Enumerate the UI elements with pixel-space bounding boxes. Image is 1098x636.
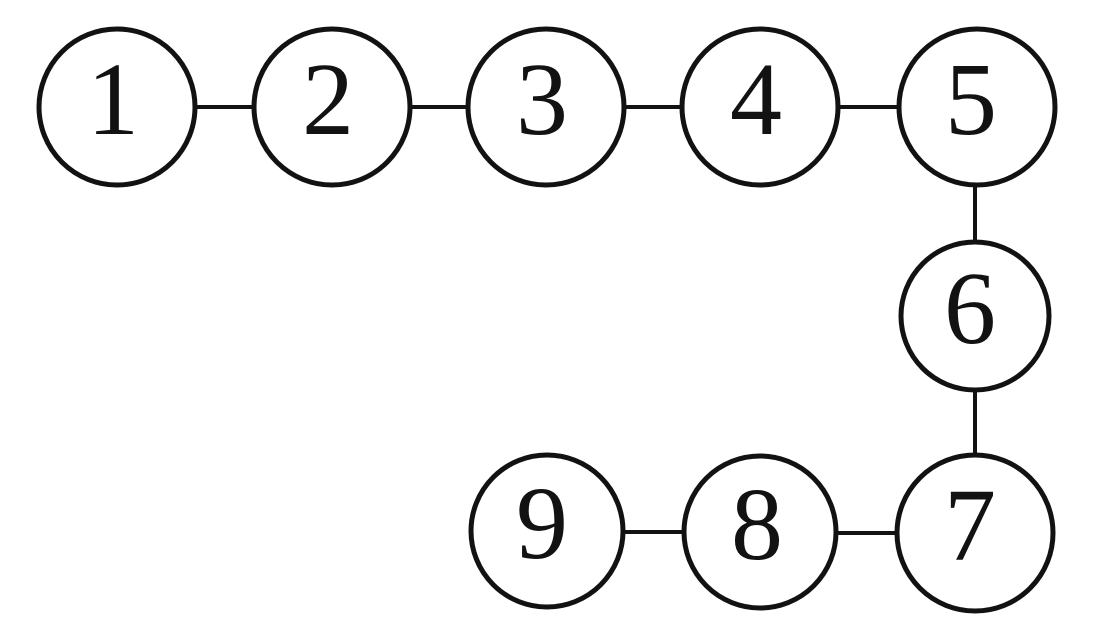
graph-node-circle-7[interactable] xyxy=(894,452,1056,614)
graph-node-label-9: 9 xyxy=(516,466,568,581)
graph-node-2[interactable]: 2 xyxy=(251,26,413,188)
graph-node-9[interactable]: 9 xyxy=(468,452,626,610)
graph-node-circle-6[interactable] xyxy=(898,239,1052,393)
graph-node-circle-9[interactable] xyxy=(468,452,626,610)
graph-node-circle-5[interactable] xyxy=(896,26,1058,188)
graph-node-1[interactable]: 1 xyxy=(36,26,198,188)
graph-node-circle-2[interactable] xyxy=(251,26,413,188)
graph-node-label-4: 4 xyxy=(730,42,782,157)
graph-node-label-3: 3 xyxy=(516,42,568,157)
graph-node-circle-1[interactable] xyxy=(36,26,198,188)
graph-node-7[interactable]: 7 xyxy=(894,452,1056,614)
graph-node-label-6: 6 xyxy=(944,251,996,366)
graph-node-4[interactable]: 4 xyxy=(679,26,841,188)
graph-node-label-2: 2 xyxy=(302,42,354,157)
graph-node-label-8: 8 xyxy=(731,467,783,582)
graph-node-circle-4[interactable] xyxy=(679,26,841,188)
graph-node-label-1: 1 xyxy=(87,42,139,157)
node-layer: 1 2 3 4 5 6 7 8 9 xyxy=(36,26,1058,614)
graph-node-label-5: 5 xyxy=(945,42,997,157)
graph-node-label-7: 7 xyxy=(944,468,996,583)
graph-node-6[interactable]: 6 xyxy=(898,239,1052,393)
graph-node-3[interactable]: 3 xyxy=(465,26,627,188)
graph-node-circle-8[interactable] xyxy=(681,453,839,611)
edge-layer xyxy=(195,105,977,535)
graph-node-5[interactable]: 5 xyxy=(896,26,1058,188)
graph-node-8[interactable]: 8 xyxy=(681,453,839,611)
graph-node-circle-3[interactable] xyxy=(465,26,627,188)
